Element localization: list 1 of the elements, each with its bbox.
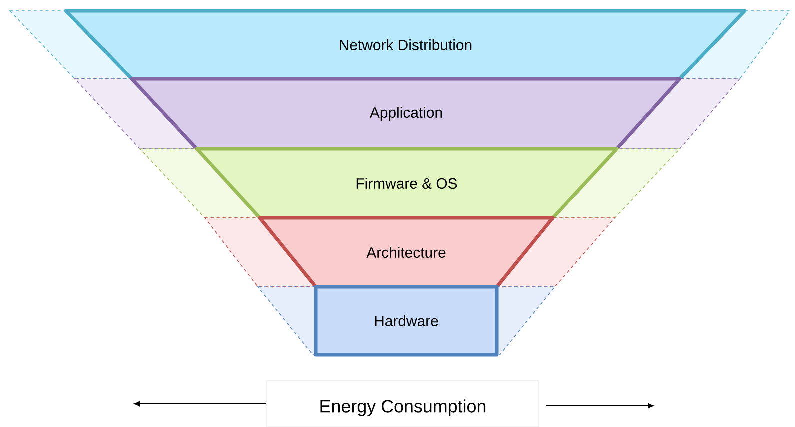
axis-label: Energy Consumption bbox=[266, 380, 540, 427]
